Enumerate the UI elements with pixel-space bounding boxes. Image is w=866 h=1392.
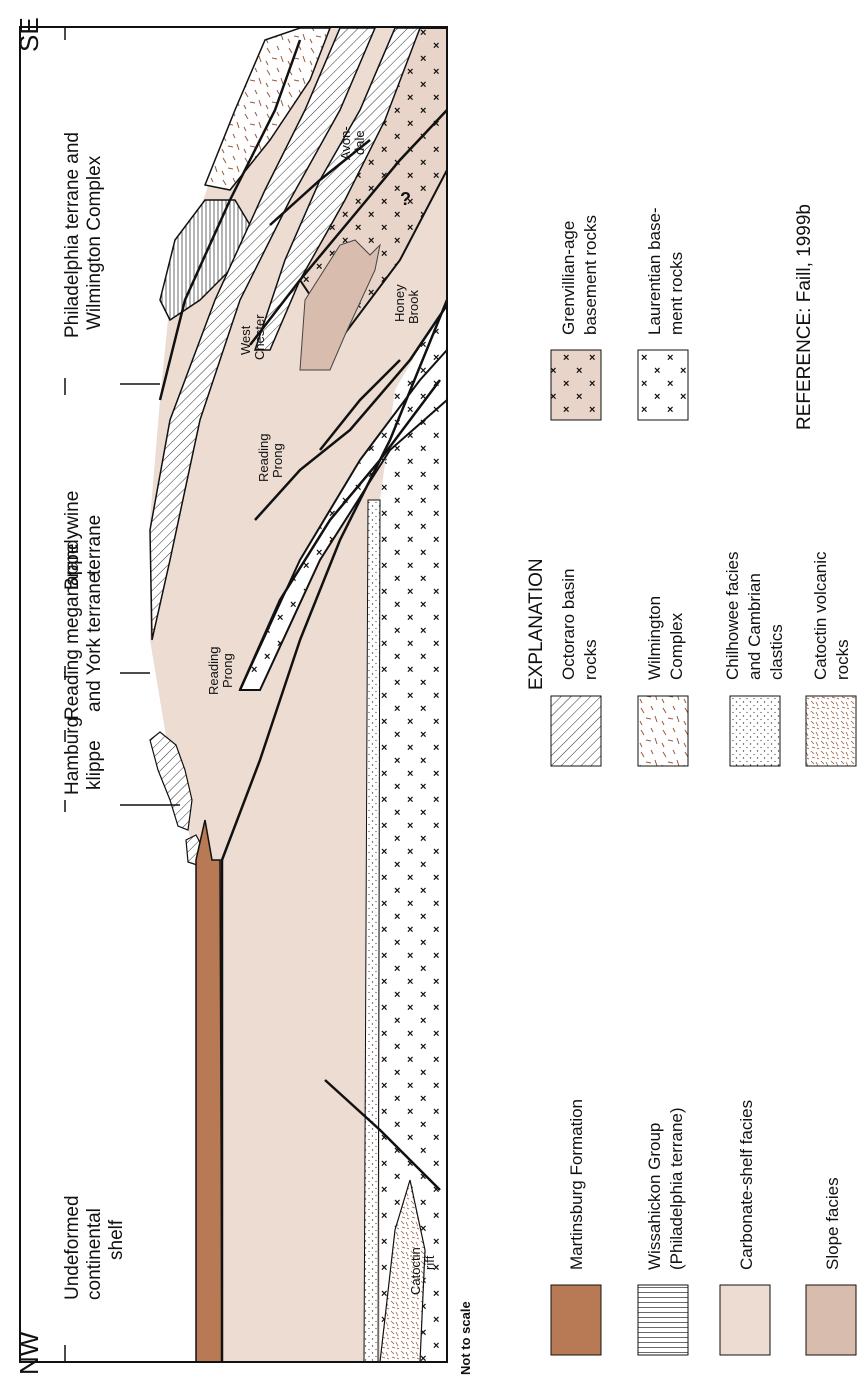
terrane-philadelphia-line1: Philadelphia terrane and bbox=[62, 132, 83, 338]
direction-nw-label: NW bbox=[14, 1331, 44, 1375]
legend-swatch-grenvillian bbox=[551, 350, 601, 420]
legend-label-martinsburg: Martinsburg Formation bbox=[567, 1099, 586, 1270]
label-reading-prong-lower-2: Prong bbox=[220, 653, 235, 688]
direction-se-label: SE bbox=[14, 17, 44, 52]
legend-label-octoraro-2: rocks bbox=[581, 639, 600, 680]
legend-label-chilhowee-3: clastics bbox=[767, 624, 786, 680]
terrane-brandywine-line1: Brandywine bbox=[62, 491, 83, 590]
legend-swatch-wissahickon bbox=[638, 1285, 688, 1355]
legend-label-laurentian-2: ment rocks bbox=[667, 252, 686, 335]
legend-swatch-martinsburg bbox=[551, 1285, 601, 1355]
legend-label-grenvillian-1: Grenvillian-age bbox=[559, 221, 578, 335]
legend-label-chilhowee-1: Chilhowee facies bbox=[723, 551, 742, 680]
legend-label-chilhowee-2: and Cambrian bbox=[745, 573, 764, 680]
legend-swatch-catoctin bbox=[806, 696, 856, 766]
label-reading-prong-lower-1: Reading bbox=[206, 647, 221, 695]
label-honey-brook-1: Honey bbox=[392, 284, 407, 322]
legend-swatch-carbonate bbox=[720, 1285, 770, 1355]
legend-label-laurentian-1: Laurentian base- bbox=[645, 207, 664, 335]
legend-label-carbonate: Carbonate-shelf facies bbox=[737, 1100, 756, 1270]
legend-label-slope: Slope facies bbox=[823, 1177, 842, 1270]
terrane-labels: Undeformed continental shelf Hamburg kli… bbox=[62, 132, 127, 1300]
legend-swatch-octoraro bbox=[551, 696, 601, 766]
explanation-title: EXPLANATION bbox=[526, 558, 547, 690]
martinsburg-unit bbox=[196, 820, 222, 1362]
scale-note: Not to scale bbox=[458, 1301, 473, 1375]
legend-label-catoctin-1: Catoctin volcanic bbox=[811, 551, 830, 680]
legend-label-catoctin-2: rocks bbox=[833, 639, 852, 680]
legend-swatch-laurentian bbox=[638, 350, 688, 420]
legend-label-grenvillian-2: basement rocks bbox=[581, 215, 600, 335]
terrane-hamburg-line1: Hamburg bbox=[62, 717, 83, 795]
label-west-chester-2: Chester bbox=[252, 314, 267, 360]
terrane-philadelphia-line2: Wilmington Complex bbox=[84, 155, 105, 330]
legend-swatch-wilmington bbox=[638, 696, 688, 766]
terrane-undeformed-line1: Undeformed bbox=[62, 1195, 83, 1300]
legend-swatch-slope bbox=[806, 1285, 856, 1355]
label-reading-prong-upper-1: Reading bbox=[256, 434, 271, 482]
terrane-brandywine-line2: terrane bbox=[84, 515, 105, 575]
label-west-chester-1: West bbox=[238, 325, 253, 355]
label-catoctin-rift-1: Catoctin bbox=[408, 1247, 423, 1295]
label-question-mark: ? bbox=[400, 189, 411, 209]
label-honey-brook-2: Brook bbox=[406, 290, 421, 324]
terrane-hamburg-line2: klippe bbox=[84, 740, 105, 790]
legend-label-wilmington-2: Complex bbox=[667, 612, 686, 680]
label-avondale-2: dale bbox=[352, 130, 367, 155]
terrane-undeformed-line2: continental bbox=[84, 1208, 105, 1300]
terrane-undeformed-line3: shelf bbox=[106, 1219, 127, 1260]
legend-label-octoraro-1: Octoraro basin bbox=[559, 569, 578, 681]
label-catoctin-rift-2: rift bbox=[422, 1255, 437, 1270]
reference-note: REFERENCE: Faill, 1999b bbox=[794, 204, 815, 430]
legend-label-wissahickon-2: (Philadelphia terrane) bbox=[667, 1107, 686, 1270]
terrane-reading-line2: and York terrane bbox=[84, 573, 105, 712]
legend-swatch-chilhowee bbox=[730, 696, 780, 766]
legend-label-wilmington-1: Wilmington bbox=[645, 596, 664, 680]
label-reading-prong-upper-2: Prong bbox=[270, 443, 285, 478]
label-avondale-1: Avon- bbox=[338, 126, 353, 160]
legend-label-wissahickon-1: Wissahickon Group bbox=[645, 1123, 664, 1270]
